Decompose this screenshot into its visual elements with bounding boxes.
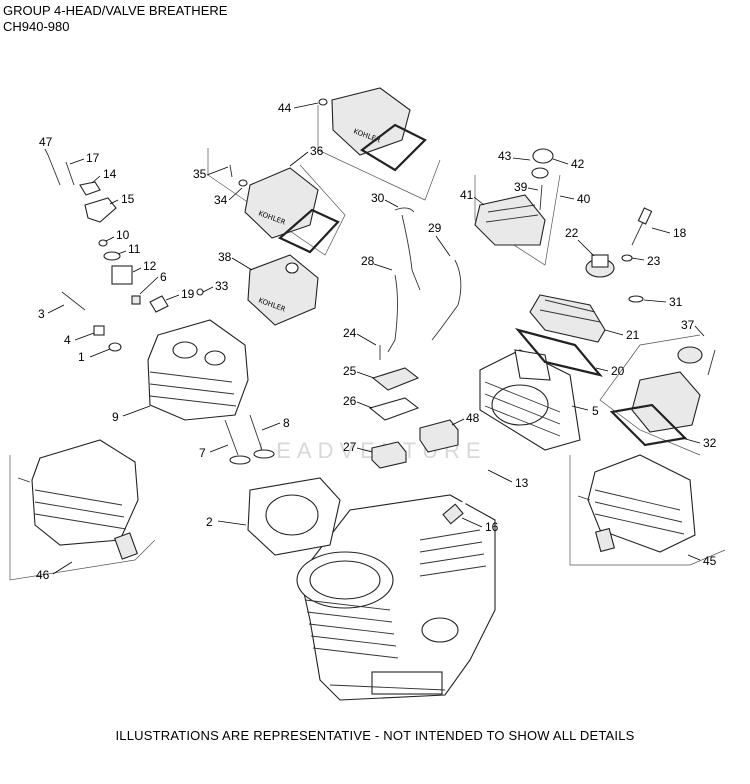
valve-cover-44-part: KOHLER <box>318 87 427 172</box>
box-45 <box>569 455 726 566</box>
callout-30: 30 <box>371 191 385 205</box>
stud-17-part <box>65 161 75 186</box>
rocker-arm-15-part <box>84 197 117 223</box>
callout-42: 42 <box>571 157 585 171</box>
callout-7: 7 <box>199 446 206 460</box>
callout-21: 21 <box>626 328 640 342</box>
dipstick-part <box>631 207 653 246</box>
diagram-header: GROUP 4-HEAD/VALVE BREATHERE CH940-980 <box>3 3 227 35</box>
callout-3: 3 <box>38 307 45 321</box>
box-46 <box>9 455 156 581</box>
cylinder-head-left-part <box>147 319 249 421</box>
callout-9: 9 <box>112 410 119 424</box>
callout-44: 44 <box>278 101 292 115</box>
cylinder-head-assembly-46-part <box>17 439 139 560</box>
callout-6: 6 <box>160 270 167 284</box>
breather-hose-29-part <box>431 259 462 341</box>
oil-fill-cap-part <box>585 254 615 278</box>
callout-47: 47 <box>39 135 53 149</box>
callout-31: 31 <box>669 295 683 309</box>
seal-19-part <box>149 295 169 313</box>
pivot-14-part <box>79 181 101 196</box>
callout-10: 10 <box>116 228 130 242</box>
callout-8: 8 <box>283 416 290 430</box>
callout-26: 26 <box>343 394 357 408</box>
intake-valve-8-part <box>249 414 275 459</box>
engine-crankcase-part <box>296 494 496 701</box>
valve-spring-12-part <box>111 265 133 285</box>
callout-43: 43 <box>498 149 512 163</box>
cylinder-head-right-part <box>479 349 581 451</box>
callout-33: 33 <box>215 279 229 293</box>
callout-45: 45 <box>703 554 717 568</box>
valve-cover-right-part <box>529 294 606 343</box>
callout-32: 32 <box>703 436 717 450</box>
stud-47-part <box>47 154 61 186</box>
callout-37: 37 <box>681 318 695 332</box>
valve-cover-assembly-37-part <box>609 346 716 447</box>
breather-hose-28-part <box>387 214 421 353</box>
head-gasket-part <box>247 477 341 556</box>
callout-48: 48 <box>466 411 480 425</box>
callout-36: 36 <box>310 144 324 158</box>
cylinder-head-assembly-45-part <box>577 454 696 553</box>
callout-labels: 1 2 3 4 5 6 7 8 9 10 11 12 13 <box>36 101 717 582</box>
callout-20: 20 <box>611 364 625 378</box>
retainer-11-part <box>103 251 121 261</box>
callout-17: 17 <box>86 151 100 165</box>
valve-cover-38-part: KOHLER <box>247 254 319 326</box>
callout-2: 2 <box>206 515 213 529</box>
breather-gasket-26-part <box>368 397 420 421</box>
pin-33-part <box>196 288 204 296</box>
dowel-4-part <box>93 325 105 336</box>
callout-5: 5 <box>592 404 599 418</box>
o-ring-31-part <box>628 295 644 303</box>
keeper-10-part <box>98 239 108 247</box>
callout-22: 22 <box>565 226 579 240</box>
callout-12: 12 <box>143 259 157 273</box>
callout-41: 41 <box>460 188 474 202</box>
exhaust-valve-7-part <box>224 419 251 465</box>
callout-40: 40 <box>577 192 591 206</box>
diagram-title: GROUP 4-HEAD/VALVE BREATHERE <box>3 3 228 18</box>
callout-46: 46 <box>36 568 50 582</box>
callout-28: 28 <box>361 254 375 268</box>
callout-27: 27 <box>343 440 357 454</box>
cap-6-part <box>131 295 141 305</box>
disclaimer-note: ILLUSTRATIONS ARE REPRESENTATIVE - NOT I… <box>115 728 635 743</box>
dipstick-tube-part <box>442 463 497 525</box>
callout-4: 4 <box>64 333 71 347</box>
valve-cover-36-part: KOHLER <box>229 164 340 254</box>
breather-hose-30-part <box>394 207 415 213</box>
callout-14: 14 <box>103 167 117 181</box>
breather-filter-27-part <box>371 441 407 469</box>
callout-39: 39 <box>514 180 528 194</box>
breather-cover-25-part <box>371 367 420 391</box>
box-37 <box>599 334 701 456</box>
box-36 <box>207 148 346 256</box>
callout-34: 34 <box>214 193 228 207</box>
callout-18: 18 <box>673 226 687 240</box>
diagram-subtitle: CH940-980 <box>3 19 70 34</box>
bolt-3-part <box>61 291 86 311</box>
breather-filter-48-part <box>419 419 459 453</box>
callout-25: 25 <box>343 364 357 378</box>
callout-1: 1 <box>78 350 85 364</box>
callout-16: 16 <box>485 520 499 534</box>
breather-assembly-part <box>474 148 554 246</box>
callout-15: 15 <box>121 192 135 206</box>
callout-35: 35 <box>193 167 207 181</box>
callout-19: 19 <box>181 287 195 301</box>
callout-23: 23 <box>647 254 661 268</box>
callout-11: 11 <box>128 242 141 256</box>
box-44 <box>317 105 441 201</box>
callout-38: 38 <box>218 250 232 264</box>
callout-13: 13 <box>515 476 529 490</box>
washer-1-part <box>108 342 122 352</box>
callout-24: 24 <box>343 326 357 340</box>
valve-cover-gasket-part <box>514 328 603 377</box>
o-ring-23-part <box>621 254 633 262</box>
callout-29: 29 <box>428 221 442 235</box>
